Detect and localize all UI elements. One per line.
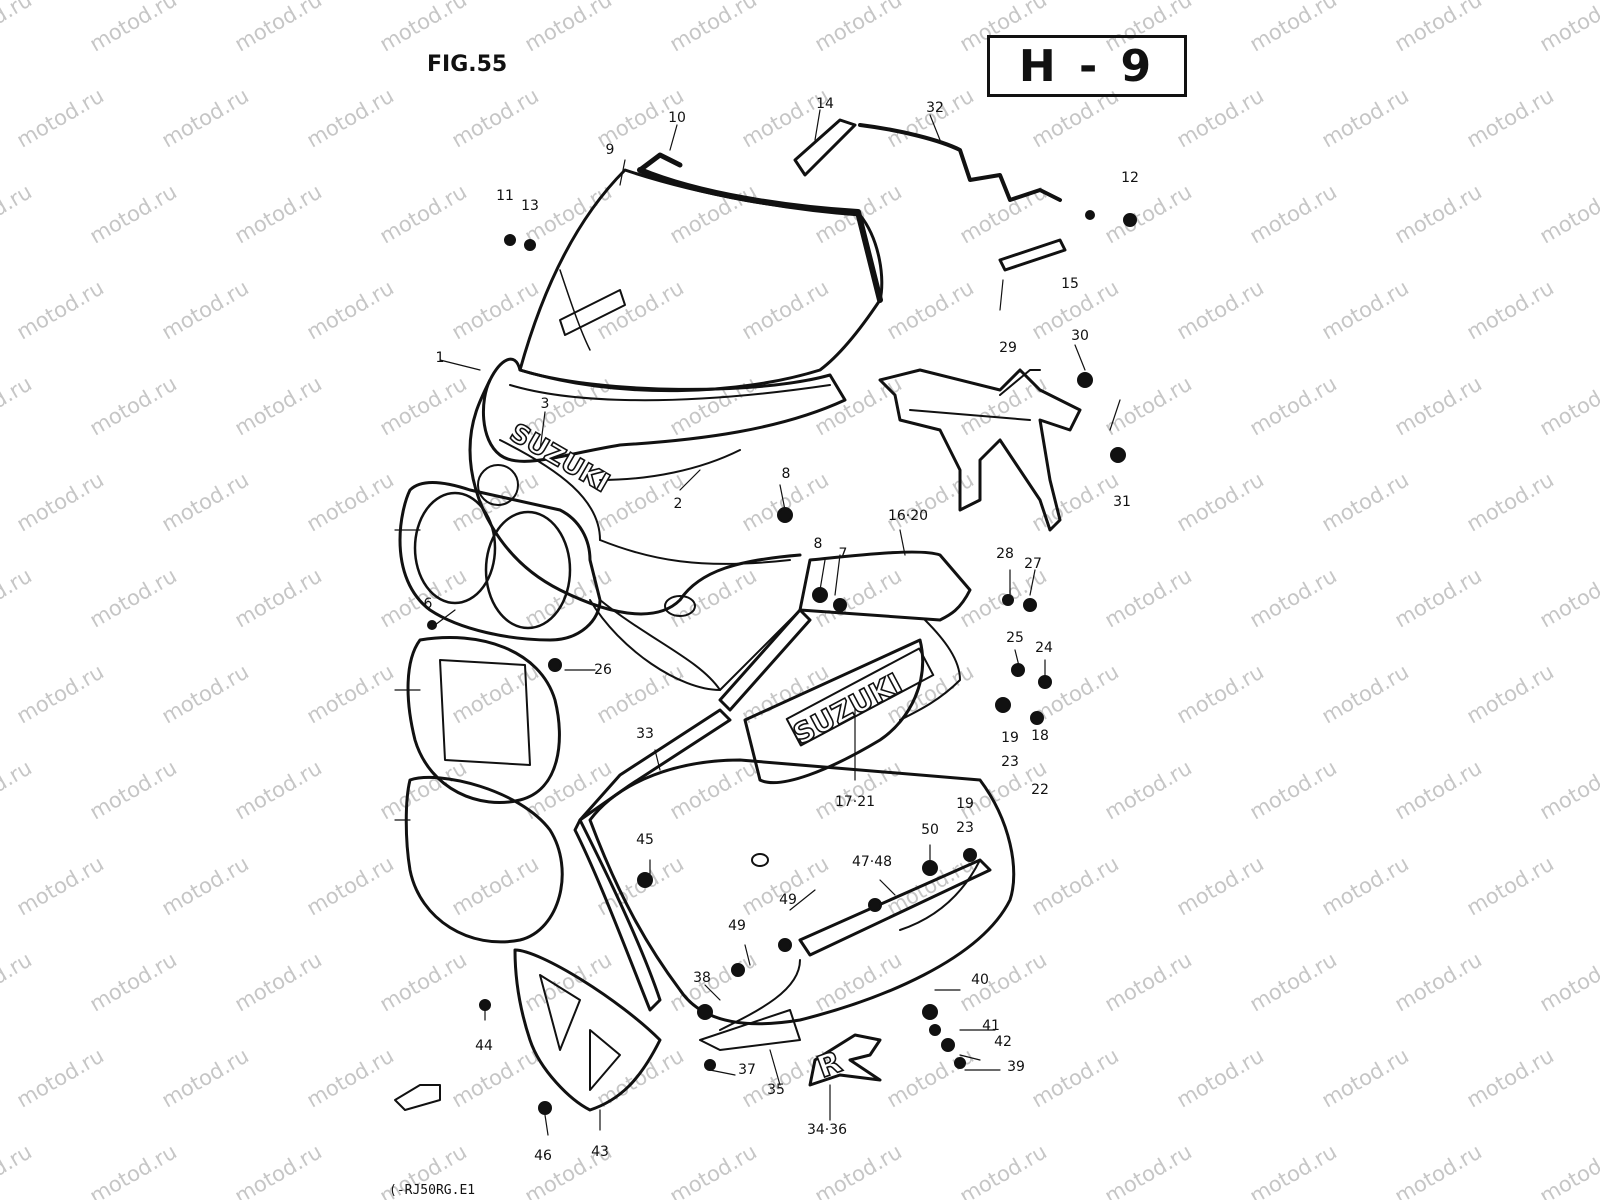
part-label-p9: 9 — [606, 142, 615, 158]
part-label-p50: 50 — [921, 822, 939, 838]
headlight-frame — [398, 481, 602, 642]
part-label-p28: 28 — [996, 546, 1014, 562]
windscreen-stay — [793, 118, 1067, 272]
lower-brace — [798, 858, 992, 957]
part-label-p1620: 16·20 — [888, 508, 928, 524]
part-label-p35: 35 — [767, 1082, 785, 1098]
upper-cowl — [468, 357, 847, 691]
r-emblem-letter: R — [813, 1045, 847, 1086]
page-code-badge: H - 9 — [987, 35, 1187, 97]
part-label-p23a: 23 — [1001, 754, 1019, 770]
part-label-p46: 46 — [534, 1148, 552, 1164]
part-label-p11: 11 — [496, 188, 514, 204]
headlight-lens — [406, 636, 561, 804]
part-label-p33: 33 — [636, 726, 654, 742]
part-label-p41: 41 — [982, 1018, 1000, 1034]
part-label-p10: 10 — [668, 110, 686, 126]
part-label-p25: 25 — [1006, 630, 1024, 646]
part-label-p24: 24 — [1035, 640, 1053, 656]
part-label-p45: 45 — [636, 832, 654, 848]
part-label-p31: 31 — [1113, 494, 1131, 510]
part-label-p8a: 8 — [782, 466, 791, 482]
part-label-p2: 2 — [674, 496, 683, 512]
part-label-p49b: 49 — [728, 918, 746, 934]
part-label-p26: 26 — [594, 662, 612, 678]
part-label-p1923a: 19 — [1001, 730, 1019, 746]
front-arrow-emblem — [394, 1084, 441, 1111]
part-label-p42: 42 — [994, 1034, 1012, 1050]
part-label-p6: 6 — [424, 596, 433, 612]
part-label-p1721: 17·21 — [835, 794, 875, 810]
part-label-p15: 15 — [1061, 276, 1079, 292]
part-label-p7: 7 — [839, 546, 848, 562]
part-label-p27: 27 — [1024, 556, 1042, 572]
lens-cover — [404, 775, 564, 944]
part-label-p18: 18 — [1031, 728, 1049, 744]
part-label-p12: 12 — [1121, 170, 1139, 186]
part-label-p14: 14 — [816, 96, 834, 112]
part-label-p23b: 23 — [956, 820, 974, 836]
part-label-p19b: 19 — [956, 796, 974, 812]
part-label-p44: 44 — [475, 1038, 493, 1054]
part-label-p49a: 49 — [779, 892, 797, 908]
side-cowl-mid — [743, 638, 935, 785]
r-emblem — [808, 1033, 882, 1087]
part-label-p29: 29 — [999, 340, 1017, 356]
part-label-p1: 1 — [436, 350, 445, 366]
part-label-p38: 38 — [693, 970, 711, 986]
figure-title: FIG.55 — [427, 52, 508, 77]
side-cowl-upper — [798, 550, 972, 721]
part-label-p22: 22 — [1031, 782, 1049, 798]
part-label-p13: 13 — [521, 198, 539, 214]
part-label-p30: 30 — [1071, 328, 1089, 344]
part-label-p3: 3 — [541, 396, 550, 412]
part-label-p32: 32 — [926, 100, 944, 116]
fasteners — [427, 210, 1137, 1115]
part-label-p39: 39 — [1007, 1059, 1025, 1075]
leader-lines — [394, 109, 1121, 1136]
drawing-code: (-RJ50RG.E1 — [389, 1183, 476, 1198]
lower-intake-grille — [513, 948, 662, 1112]
part-label-p37: 37 — [738, 1062, 756, 1078]
brand-text-upper: SUZUKI — [505, 418, 615, 499]
part-label-p3436: 34·36 — [807, 1122, 847, 1138]
part-label-p4748: 47·48 — [852, 854, 892, 870]
mounting-bracket — [878, 368, 1082, 532]
part-label-p8b: 8 — [814, 536, 823, 552]
lower-cowl — [588, 758, 1016, 1051]
windscreen — [518, 152, 884, 393]
inner-trim-strip — [573, 608, 812, 1012]
part-label-p40: 40 — [971, 972, 989, 988]
part-label-p43: 43 — [591, 1144, 609, 1160]
